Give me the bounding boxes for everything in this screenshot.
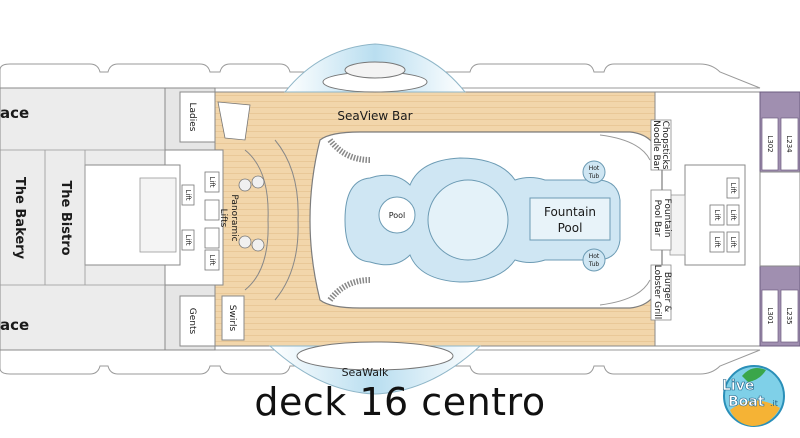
swirls-label: Swirls xyxy=(227,305,237,332)
burger-label-1: Burger & xyxy=(662,272,672,312)
cabin-label: L235 xyxy=(785,307,793,324)
hot-tub-bottom xyxy=(582,248,606,272)
lift-label: Lift xyxy=(729,237,737,248)
hot-tub-top xyxy=(582,160,606,184)
forward-corridor xyxy=(759,171,800,267)
panoramic-lifts-label-2: Lifts xyxy=(218,209,228,228)
pool-bar-label-2: Pool Bar xyxy=(652,200,662,237)
hot-tub-bottom-label-1: Hot xyxy=(589,253,600,260)
lift-label: Lift xyxy=(729,210,737,221)
the-bistro-label: The Bistro xyxy=(58,180,73,255)
lift-label: Lift xyxy=(208,177,216,188)
seaview-bar-label: SeaView Bar xyxy=(337,109,412,123)
cabin-label: L234 xyxy=(785,135,793,153)
lift-label: Lift xyxy=(184,190,192,201)
fountain-pool-label-1: Fountain xyxy=(544,205,596,219)
place-top-label: ace xyxy=(0,104,29,122)
liveboat-logo: Live Boat .it xyxy=(722,365,785,427)
pool-bar xyxy=(650,189,672,251)
lift-shafts xyxy=(181,171,740,271)
seawalk-label: SeaWalk xyxy=(342,366,389,379)
chopsticks-label-2: Noodle Bar xyxy=(651,120,661,170)
lift-label: Lift xyxy=(713,210,721,221)
burger-label-2: Lobster Grill xyxy=(652,265,662,320)
pool-label: Pool xyxy=(389,211,406,220)
panoramic-lifts-label-1: Panoramic xyxy=(229,194,239,241)
fountain-pool-label-2: Pool xyxy=(558,221,583,235)
pool-bar-label-1: Fountain xyxy=(662,198,672,237)
lift-label: Lift xyxy=(208,255,216,266)
lift-label: Lift xyxy=(729,183,737,194)
round-pool xyxy=(378,196,416,234)
gents-room xyxy=(179,295,216,347)
cabin-label: L302 xyxy=(766,135,774,152)
fountain-pool-box xyxy=(529,197,611,241)
place-bottom-label: ace xyxy=(0,316,29,334)
burger-grill xyxy=(650,264,672,321)
chopsticks-label-1: Chopsticks xyxy=(660,121,670,170)
ladies-room xyxy=(179,91,216,143)
lift-labels: Lift Lift Lift Lift Lift Lift Lift Lift … xyxy=(184,177,737,266)
hot-tub-top-label-2: Tub xyxy=(588,173,600,180)
cabin-label: L301 xyxy=(766,307,774,324)
seaview-bar-top xyxy=(344,61,406,79)
lift-label: Lift xyxy=(184,235,192,246)
hot-tub-top-label-1: Hot xyxy=(589,165,600,172)
logo-text-line1: Live xyxy=(722,378,754,394)
swirls-stand xyxy=(221,295,245,341)
deck-caption: deck 16 centro xyxy=(254,380,546,424)
chopsticks-bar xyxy=(650,119,672,171)
seawalk-walkway xyxy=(296,341,454,371)
logo-text-suffix: .it xyxy=(770,399,778,408)
logo-text-line2: Boat xyxy=(728,394,765,410)
lift-label: Lift xyxy=(713,237,721,248)
gents-label: Gents xyxy=(187,308,197,335)
the-bakery-label: The Bakery xyxy=(12,177,27,260)
center-whirlpool xyxy=(427,179,509,261)
ladies-label: Ladies xyxy=(187,103,197,132)
hot-tub-bottom-label-2: Tub xyxy=(588,261,600,268)
